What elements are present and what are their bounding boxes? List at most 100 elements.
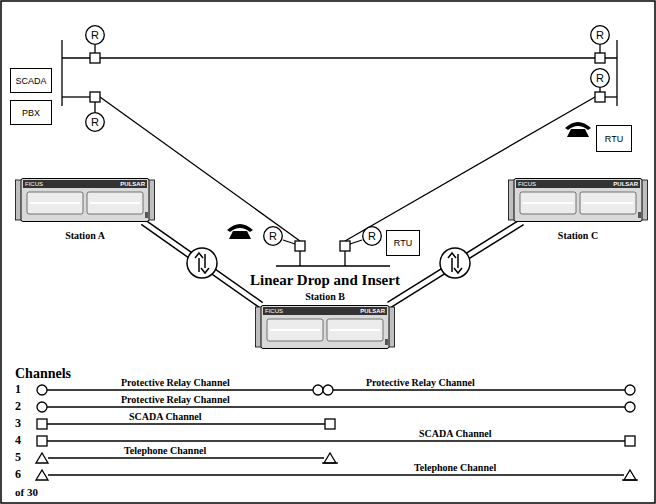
- device-label: RTU: [605, 134, 623, 144]
- relay-circle: R: [590, 68, 610, 88]
- channel-number: 3: [15, 417, 21, 430]
- telephone-icon: [567, 129, 589, 137]
- rack-panel: [580, 192, 636, 214]
- relay-link: [350, 240, 362, 244]
- rack-logo: PULSAR: [360, 307, 385, 315]
- busbar: [299, 251, 300, 266]
- breaker-symbol: [90, 53, 100, 63]
- channel-label: Telephone Channel: [414, 462, 496, 473]
- rack-logo: PULSAR: [120, 180, 145, 188]
- relay-label: R: [85, 25, 105, 45]
- repeater-symbol: [440, 248, 470, 278]
- channel-label: Protective Relay Channel: [366, 377, 475, 388]
- relay-circle: R: [362, 226, 382, 246]
- breaker-symbol: [595, 92, 605, 102]
- telephone-icon: [227, 224, 253, 232]
- relay-link: [283, 240, 295, 244]
- channel-label: SCADA Channel: [419, 428, 492, 439]
- channel-end-symbol: [324, 453, 336, 463]
- busbar: [616, 40, 617, 106]
- device-box: RTU: [596, 125, 632, 152]
- busbar: [62, 96, 90, 97]
- channel-end-symbol: [625, 402, 635, 412]
- rack-panel: [520, 192, 576, 214]
- channel-end-symbol: [622, 479, 638, 480]
- rack-switch: [385, 339, 388, 345]
- relay-circle: R: [85, 25, 105, 45]
- rack-top-band: [263, 307, 387, 315]
- channel-number: 4: [15, 434, 21, 447]
- relay-circle: R: [85, 112, 105, 132]
- busbar: [344, 251, 345, 266]
- channel-number: 1: [15, 383, 21, 396]
- channel-label: Channels: [15, 366, 71, 381]
- rack-panel: [327, 319, 383, 341]
- repeater-symbol: [187, 248, 217, 278]
- channel-end-symbol: [322, 462, 338, 463]
- relay-label: R: [85, 112, 105, 132]
- relay-link: [94, 102, 95, 112]
- channel-end-symbol: [36, 470, 48, 480]
- channel-label: Protective Relay Channel: [121, 377, 230, 388]
- rack-panel: [267, 319, 323, 341]
- station-name: Station B: [255, 291, 395, 303]
- circle-outline: [86, 26, 105, 45]
- channel-label: SCADA Channel: [129, 411, 202, 422]
- channel-end-symbol: [325, 419, 335, 429]
- channel-label: Telephone Channel: [124, 445, 206, 456]
- channel-line: [47, 389, 313, 390]
- repeater-symbol: [201, 268, 209, 273]
- rack-top-band: [23, 180, 147, 188]
- relay-link: [94, 45, 95, 53]
- busbar: [605, 96, 617, 97]
- relay-circle: R: [590, 25, 610, 45]
- channel-end-symbol: [624, 470, 636, 480]
- repeater-symbol: [448, 253, 456, 258]
- channel-end-symbol: [313, 385, 323, 395]
- rack-panel: [27, 192, 83, 214]
- breaker-symbol: [595, 53, 605, 63]
- channel-line: [47, 440, 625, 441]
- relay-circle: R: [263, 226, 283, 246]
- relay-label: R: [362, 226, 382, 246]
- station-name: Station C: [508, 230, 648, 242]
- busbar: [62, 57, 617, 58]
- busbar: [276, 265, 390, 266]
- device-label: PBX: [22, 108, 40, 118]
- rack-logo: FICUS: [518, 180, 536, 188]
- channel-end-symbol: [625, 385, 635, 395]
- relay-label: R: [590, 68, 610, 88]
- channel-end-symbol: [323, 385, 333, 395]
- repeater-symbol: [195, 253, 203, 258]
- channel-end-symbol: [37, 385, 47, 395]
- relay-link: [95, 45, 600, 244]
- busbar: [62, 40, 617, 266]
- circle-outline: [591, 69, 610, 88]
- channel-end-symbol: [37, 402, 47, 412]
- panel-line: [90, 202, 140, 204]
- relay-label: R: [263, 226, 283, 246]
- rack-unit: FICUSPULSARStation B: [255, 305, 395, 349]
- device-label: RTU: [394, 238, 412, 248]
- circle-outline: [591, 26, 610, 45]
- channel-line: [48, 457, 324, 458]
- rack-front: [261, 306, 389, 349]
- channel-end-symbol: [37, 436, 47, 446]
- rack-logo: PULSAR: [613, 180, 638, 188]
- channel-line: [47, 406, 625, 407]
- channel-number: 5: [15, 451, 21, 464]
- relay-label: R: [590, 25, 610, 45]
- rack-top-band: [516, 180, 640, 188]
- breaker-symbol: [340, 241, 350, 251]
- link-line: [141, 224, 259, 307]
- channel-number: 2: [15, 400, 21, 413]
- rack-front: [21, 179, 149, 222]
- device-label: SCADA: [15, 76, 46, 86]
- channel-line: [47, 390, 625, 475]
- device-box: RTU: [386, 230, 420, 256]
- channel-end-symbol: [37, 419, 47, 429]
- circle-outline: [86, 113, 105, 132]
